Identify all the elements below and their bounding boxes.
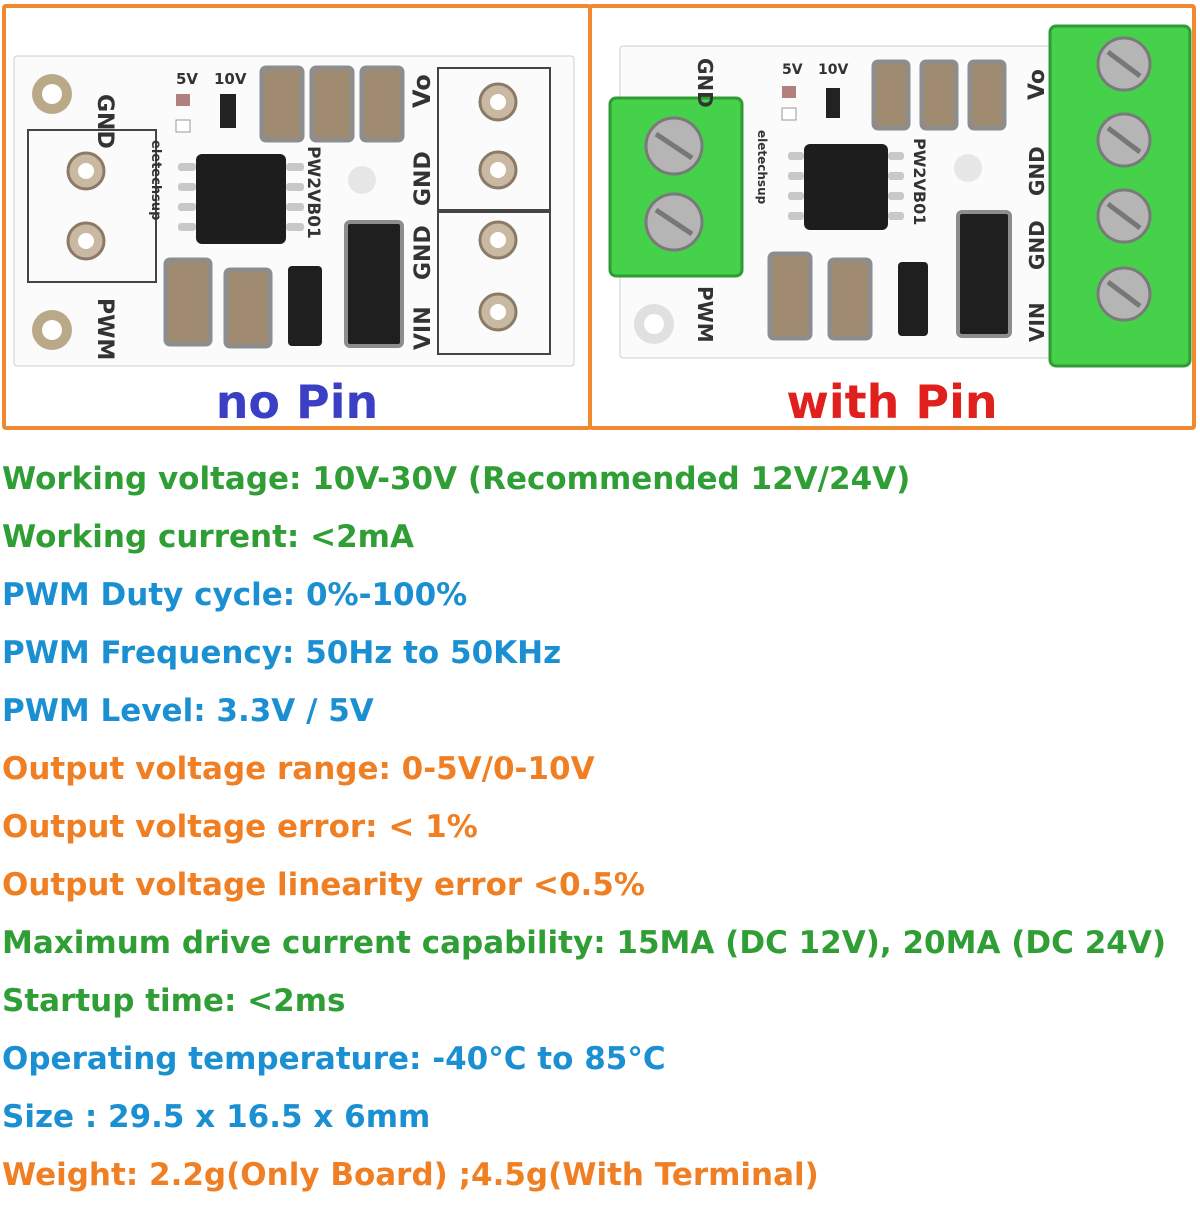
ic-chip — [196, 154, 286, 244]
label-model: PW2VB01 — [910, 138, 929, 225]
with-pin-board-photo: GND PWM 5V 10V Vo GND GND VIN PW2VB01 el… — [608, 24, 1192, 368]
spec-linearity-error: Output voltage linearity error <0.5% — [2, 867, 645, 903]
spec-max-drive-current: Maximum drive current capability: 15MA (… — [2, 925, 1166, 961]
test-point — [954, 154, 982, 182]
spec-size: Size : 29.5 x 16.5 x 6mm — [2, 1099, 431, 1135]
label-vin: VIN — [1025, 302, 1049, 342]
with-pin-caption: with Pin — [786, 375, 998, 429]
label-brand: eletechsup — [148, 140, 163, 220]
spec-list: Working voltage: 10V-30V (Recommended 12… — [0, 452, 1200, 1206]
label-gnd-2: GND — [1025, 220, 1049, 270]
label-vo: Vo — [408, 74, 436, 108]
label-model: PW2VB01 — [303, 146, 323, 239]
terminal-outline-right-bottom — [437, 211, 551, 355]
ic-chip — [804, 144, 888, 230]
terminal-block-left — [608, 96, 744, 278]
label-gnd-1: GND — [411, 151, 436, 206]
spec-output-voltage-range: Output voltage range: 0-5V/0-10V — [2, 751, 595, 787]
label-pwm: PWM — [92, 298, 117, 360]
spec-pwm-duty-cycle: PWM Duty cycle: 0%-100% — [2, 577, 468, 613]
with-pin-panel: GND PWM 5V 10V Vo GND GND VIN PW2VB01 el… — [588, 4, 1196, 430]
no-pin-caption: no Pin — [215, 375, 379, 429]
label-vo: Vo — [1025, 69, 1050, 100]
label-gnd-left: GND — [92, 94, 117, 149]
label-gnd-left: GND — [693, 58, 717, 108]
spec-startup-time: Startup time: <2ms — [2, 983, 346, 1019]
terminal-outline-left — [27, 129, 157, 283]
label-10v: 10V — [818, 62, 848, 78]
label-5v: 5V — [782, 62, 803, 78]
label-gnd-1: GND — [1025, 146, 1049, 196]
label-gnd-2: GND — [411, 225, 436, 280]
no-pin-panel: GND PWM 5V 10V Vo GND GND VIN PW2VB01 el… — [2, 4, 592, 430]
label-brand: eletechsup — [755, 130, 769, 205]
test-point — [348, 166, 376, 194]
spec-working-voltage: Working voltage: 10V-30V (Recommended 12… — [2, 461, 911, 497]
label-5v: 5V — [176, 70, 198, 88]
spec-output-voltage-error: Output voltage error: < 1% — [2, 809, 478, 845]
spec-weight: Weight: 2.2g(Only Board) ;4.5g(With Term… — [2, 1157, 819, 1193]
spec-pwm-level: PWM Level: 3.3V / 5V — [2, 693, 374, 729]
spec-operating-temperature: Operating temperature: -40°C to 85°C — [2, 1041, 666, 1077]
label-vin: VIN — [411, 306, 436, 350]
label-10v: 10V — [214, 70, 247, 88]
spec-pwm-frequency: PWM Frequency: 50Hz to 50KHz — [2, 635, 562, 671]
no-pin-board-photo: GND PWM 5V 10V Vo GND GND VIN PW2VB01 el… — [13, 55, 575, 367]
terminal-outline-right-top — [437, 67, 551, 211]
spec-working-current: Working current: <2mA — [2, 519, 414, 555]
label-pwm: PWM — [693, 286, 717, 343]
